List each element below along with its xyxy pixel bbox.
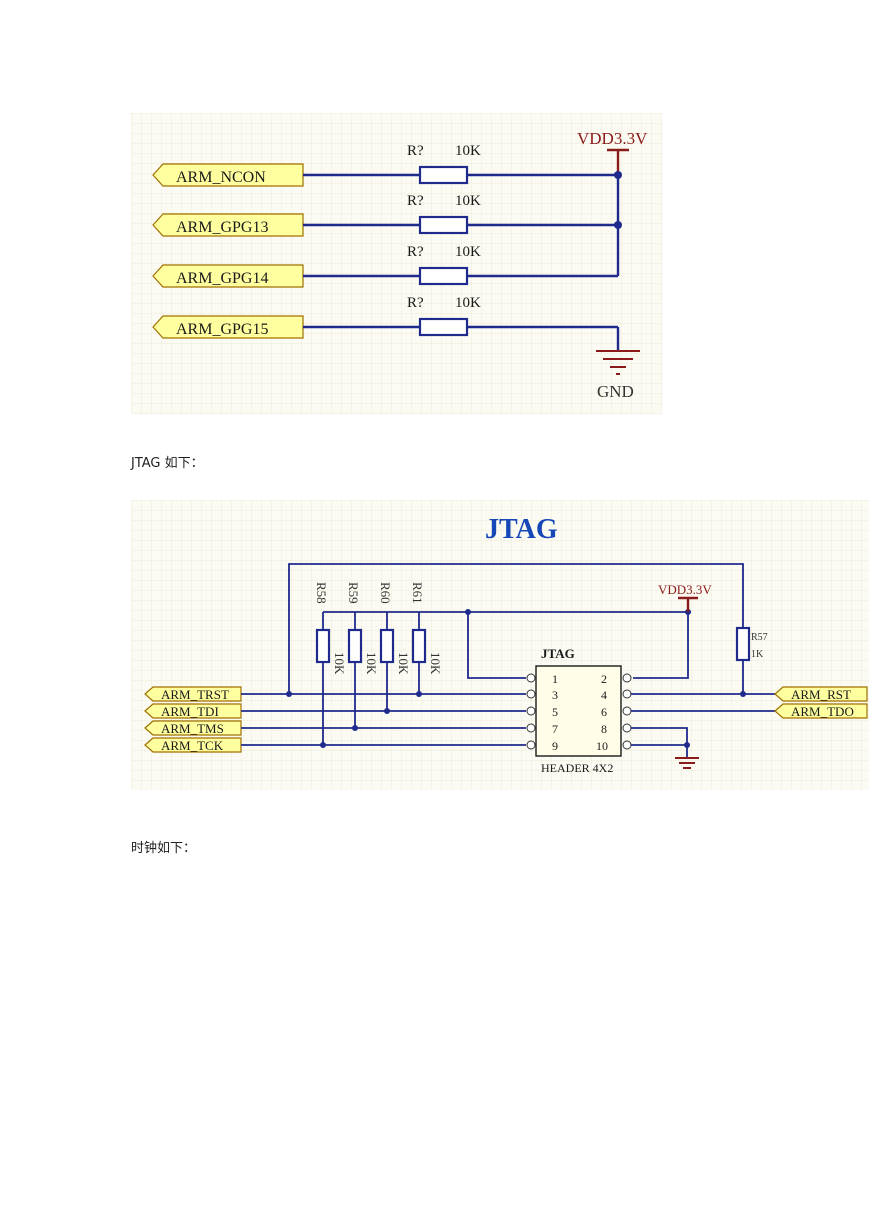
resistor-designator: R58: [314, 582, 329, 604]
resistor-designator: R61: [410, 582, 425, 604]
resistor-value: 10K: [364, 652, 379, 675]
resistor-value: 10K: [428, 652, 443, 675]
resistor-designator: R?: [407, 193, 424, 209]
right-ports: ARM_RST ARM_TDO: [774, 686, 868, 719]
port-label: ARM_GPG15: [176, 321, 268, 338]
resistor-designator: R?: [407, 295, 424, 311]
resistor-value: 10K: [455, 143, 481, 159]
resistor-value: 10K: [332, 652, 347, 675]
port-label: ARM_NCON: [176, 169, 266, 186]
gnd-label: GND: [597, 382, 634, 401]
header-name: JTAG: [541, 646, 575, 661]
pin-number: 7: [552, 722, 558, 736]
resistor-designator: R?: [407, 244, 424, 260]
header-type: HEADER 4X2: [541, 761, 613, 775]
row-2: ARM_GPG13 R? 10K: [152, 193, 618, 237]
resistor-value: 10K: [396, 652, 411, 675]
pin-number: 6: [601, 705, 607, 719]
pin-number: 1: [552, 672, 558, 686]
resistor: [418, 215, 469, 235]
resistor-value: 10K: [455, 295, 481, 311]
vdd-power-symbol: VDD3.3V: [658, 582, 712, 612]
pullup-resistor-schematic: VDD3.3V ARM_NCON R? 10K ARM_GPG13 R? 10K…: [131, 113, 662, 414]
clock-caption: 时钟如下：: [131, 841, 197, 856]
resistor-value: 1K: [751, 649, 764, 660]
row-4: ARM_GPG15 R? 10K: [152, 295, 620, 351]
vdd-power-symbol: VDD3.3V: [577, 129, 648, 175]
port-arm-tdo: [774, 703, 868, 719]
port-label: ARM_TDI: [161, 704, 219, 719]
resistor-value: 10K: [455, 193, 481, 209]
resistor: [418, 266, 469, 286]
resistor-designator: R60: [378, 582, 393, 604]
ground-symbol: GND: [596, 350, 640, 401]
pin-number: 10: [596, 739, 608, 753]
resistor: [418, 317, 469, 337]
jtag-header: JTAG HEADER 4X2 1 3 5 7 9 2 4 6 8 10: [526, 646, 632, 775]
r61: R61 10K: [410, 582, 443, 694]
port-label: ARM_GPG14: [176, 270, 268, 287]
left-ports: ARM_TRST ARM_TDI ARM_TMS ARM_TCK: [144, 686, 242, 753]
r57: R57 1K: [735, 626, 768, 697]
row-1: ARM_NCON R? 10K: [152, 143, 618, 187]
resistor-designator: R59: [346, 582, 361, 604]
resistor-designator: R57: [751, 632, 768, 643]
r58: R58 10K: [314, 582, 347, 745]
jtag-title: JTAG: [485, 514, 558, 545]
r60: R60 10K: [378, 582, 411, 711]
pin-number: 2: [601, 672, 607, 686]
port-label: ARM_RST: [791, 687, 851, 702]
port-label: ARM_TCK: [161, 738, 224, 753]
port-label: ARM_GPG13: [176, 219, 268, 236]
port-label: ARM_TDO: [791, 704, 854, 719]
vdd-label: VDD3.3V: [577, 129, 648, 148]
jtag-caption: JTAG 如下：: [131, 456, 204, 471]
port-arm-rst: [774, 686, 868, 702]
port-label: ARM_TRST: [161, 687, 229, 702]
port-label: ARM_TMS: [161, 721, 224, 736]
resistor-value: 10K: [455, 244, 481, 260]
resistor-designator: R?: [407, 143, 424, 159]
jtag-schematic: JTAG VDD3.3V R58 10K R59 10K R60 10K R6: [131, 500, 869, 790]
resistor: [418, 165, 469, 185]
pin-number: 5: [552, 705, 558, 719]
ground-symbol: [675, 757, 699, 769]
pin-number: 3: [552, 688, 558, 702]
pin-number: 4: [601, 688, 607, 702]
pin-number: 9: [552, 739, 558, 753]
row-3: ARM_GPG14 R? 10K: [152, 244, 481, 288]
vdd-label: VDD3.3V: [658, 582, 712, 597]
r59: R59 10K: [346, 582, 379, 728]
pin-number: 8: [601, 722, 607, 736]
